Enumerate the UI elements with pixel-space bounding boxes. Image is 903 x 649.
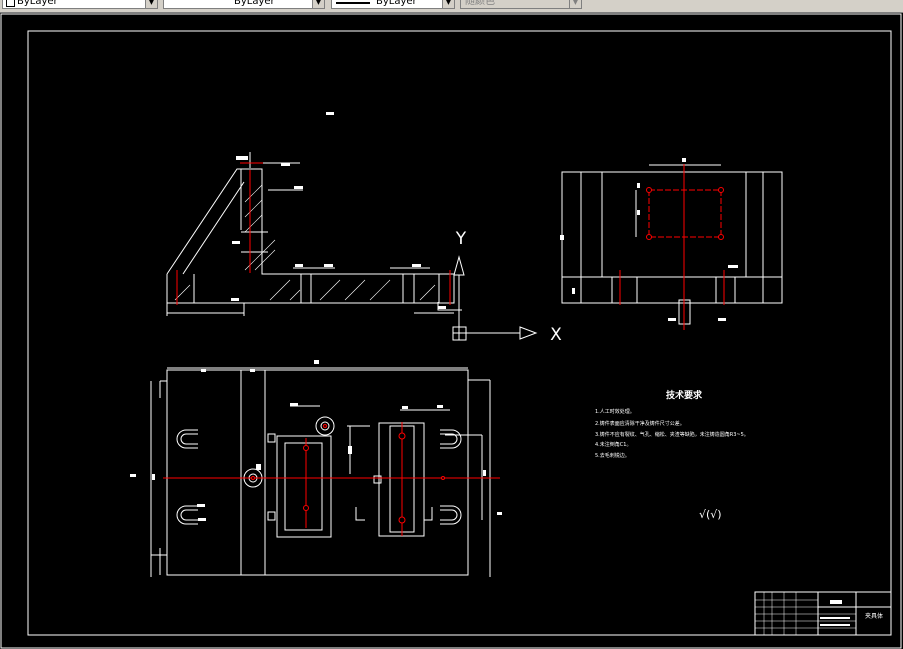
drawing-canvas[interactable]: Y X 技术要求 1.人工时效处理。 2.铸件表面应清除干净及铸件尺寸公差。 3…: [0, 13, 903, 649]
tech-note: 3.铸件不应有裂纹、气孔、缩松、夹渣等缺陷，未注铸造圆角R3~5。: [595, 431, 749, 438]
lineweight-sample-icon: [336, 2, 370, 4]
color-combo-value: ByLayer: [17, 0, 58, 7]
plotstyle-combo[interactable]: 随颜色 ▼: [460, 0, 582, 9]
ucs-x-label: X: [550, 325, 562, 345]
chevron-down-icon[interactable]: ▼: [145, 0, 157, 8]
chevron-down-icon[interactable]: ▼: [569, 0, 581, 8]
tech-note: 1.人工时效处理。: [595, 408, 635, 415]
tech-requirements-title: 技术要求: [666, 389, 703, 401]
linetype-combo[interactable]: ByLayer ▼: [163, 0, 325, 9]
chevron-down-icon[interactable]: ▼: [442, 0, 454, 8]
tech-requirements-list: 1.人工时效处理。 2.铸件表面应清除干净及铸件尺寸公差。 3.铸件不应有裂纹、…: [595, 408, 749, 459]
dimension-marks: [130, 112, 738, 521]
side-view: [561, 164, 783, 325]
title-block-part-name: 夹具体: [865, 612, 883, 620]
ucs-y-label: Y: [455, 229, 467, 249]
front-view: [166, 152, 462, 316]
hole-markers: [251, 187, 724, 524]
top-view: [150, 367, 491, 577]
roughness-symbol: √(√): [699, 508, 722, 521]
drawing-frame: [27, 30, 892, 636]
sheet-border: [0, 13, 902, 649]
tech-note: 5.去毛刺锐边。: [595, 452, 630, 459]
color-swatch-icon: [6, 0, 15, 7]
plotstyle-combo-value: 随颜色: [465, 0, 495, 7]
properties-toolbar: ByLayer ▼ ByLayer ▼ ByLayer ▼ 随颜色 ▼: [0, 0, 903, 13]
linetype-combo-value: ByLayer: [234, 0, 275, 7]
lineweight-combo[interactable]: ByLayer ▼: [331, 0, 455, 9]
center-lines: [163, 162, 725, 536]
ucs-icon: [452, 255, 538, 341]
color-combo[interactable]: ByLayer ▼: [2, 0, 158, 9]
tech-note: 2.铸件表面应清除干净及铸件尺寸公差。: [595, 420, 685, 427]
chevron-down-icon[interactable]: ▼: [312, 0, 324, 8]
tech-note: 4.未注倒角C1。: [595, 441, 631, 448]
title-block: [754, 591, 892, 636]
lineweight-combo-value: ByLayer: [376, 0, 417, 7]
